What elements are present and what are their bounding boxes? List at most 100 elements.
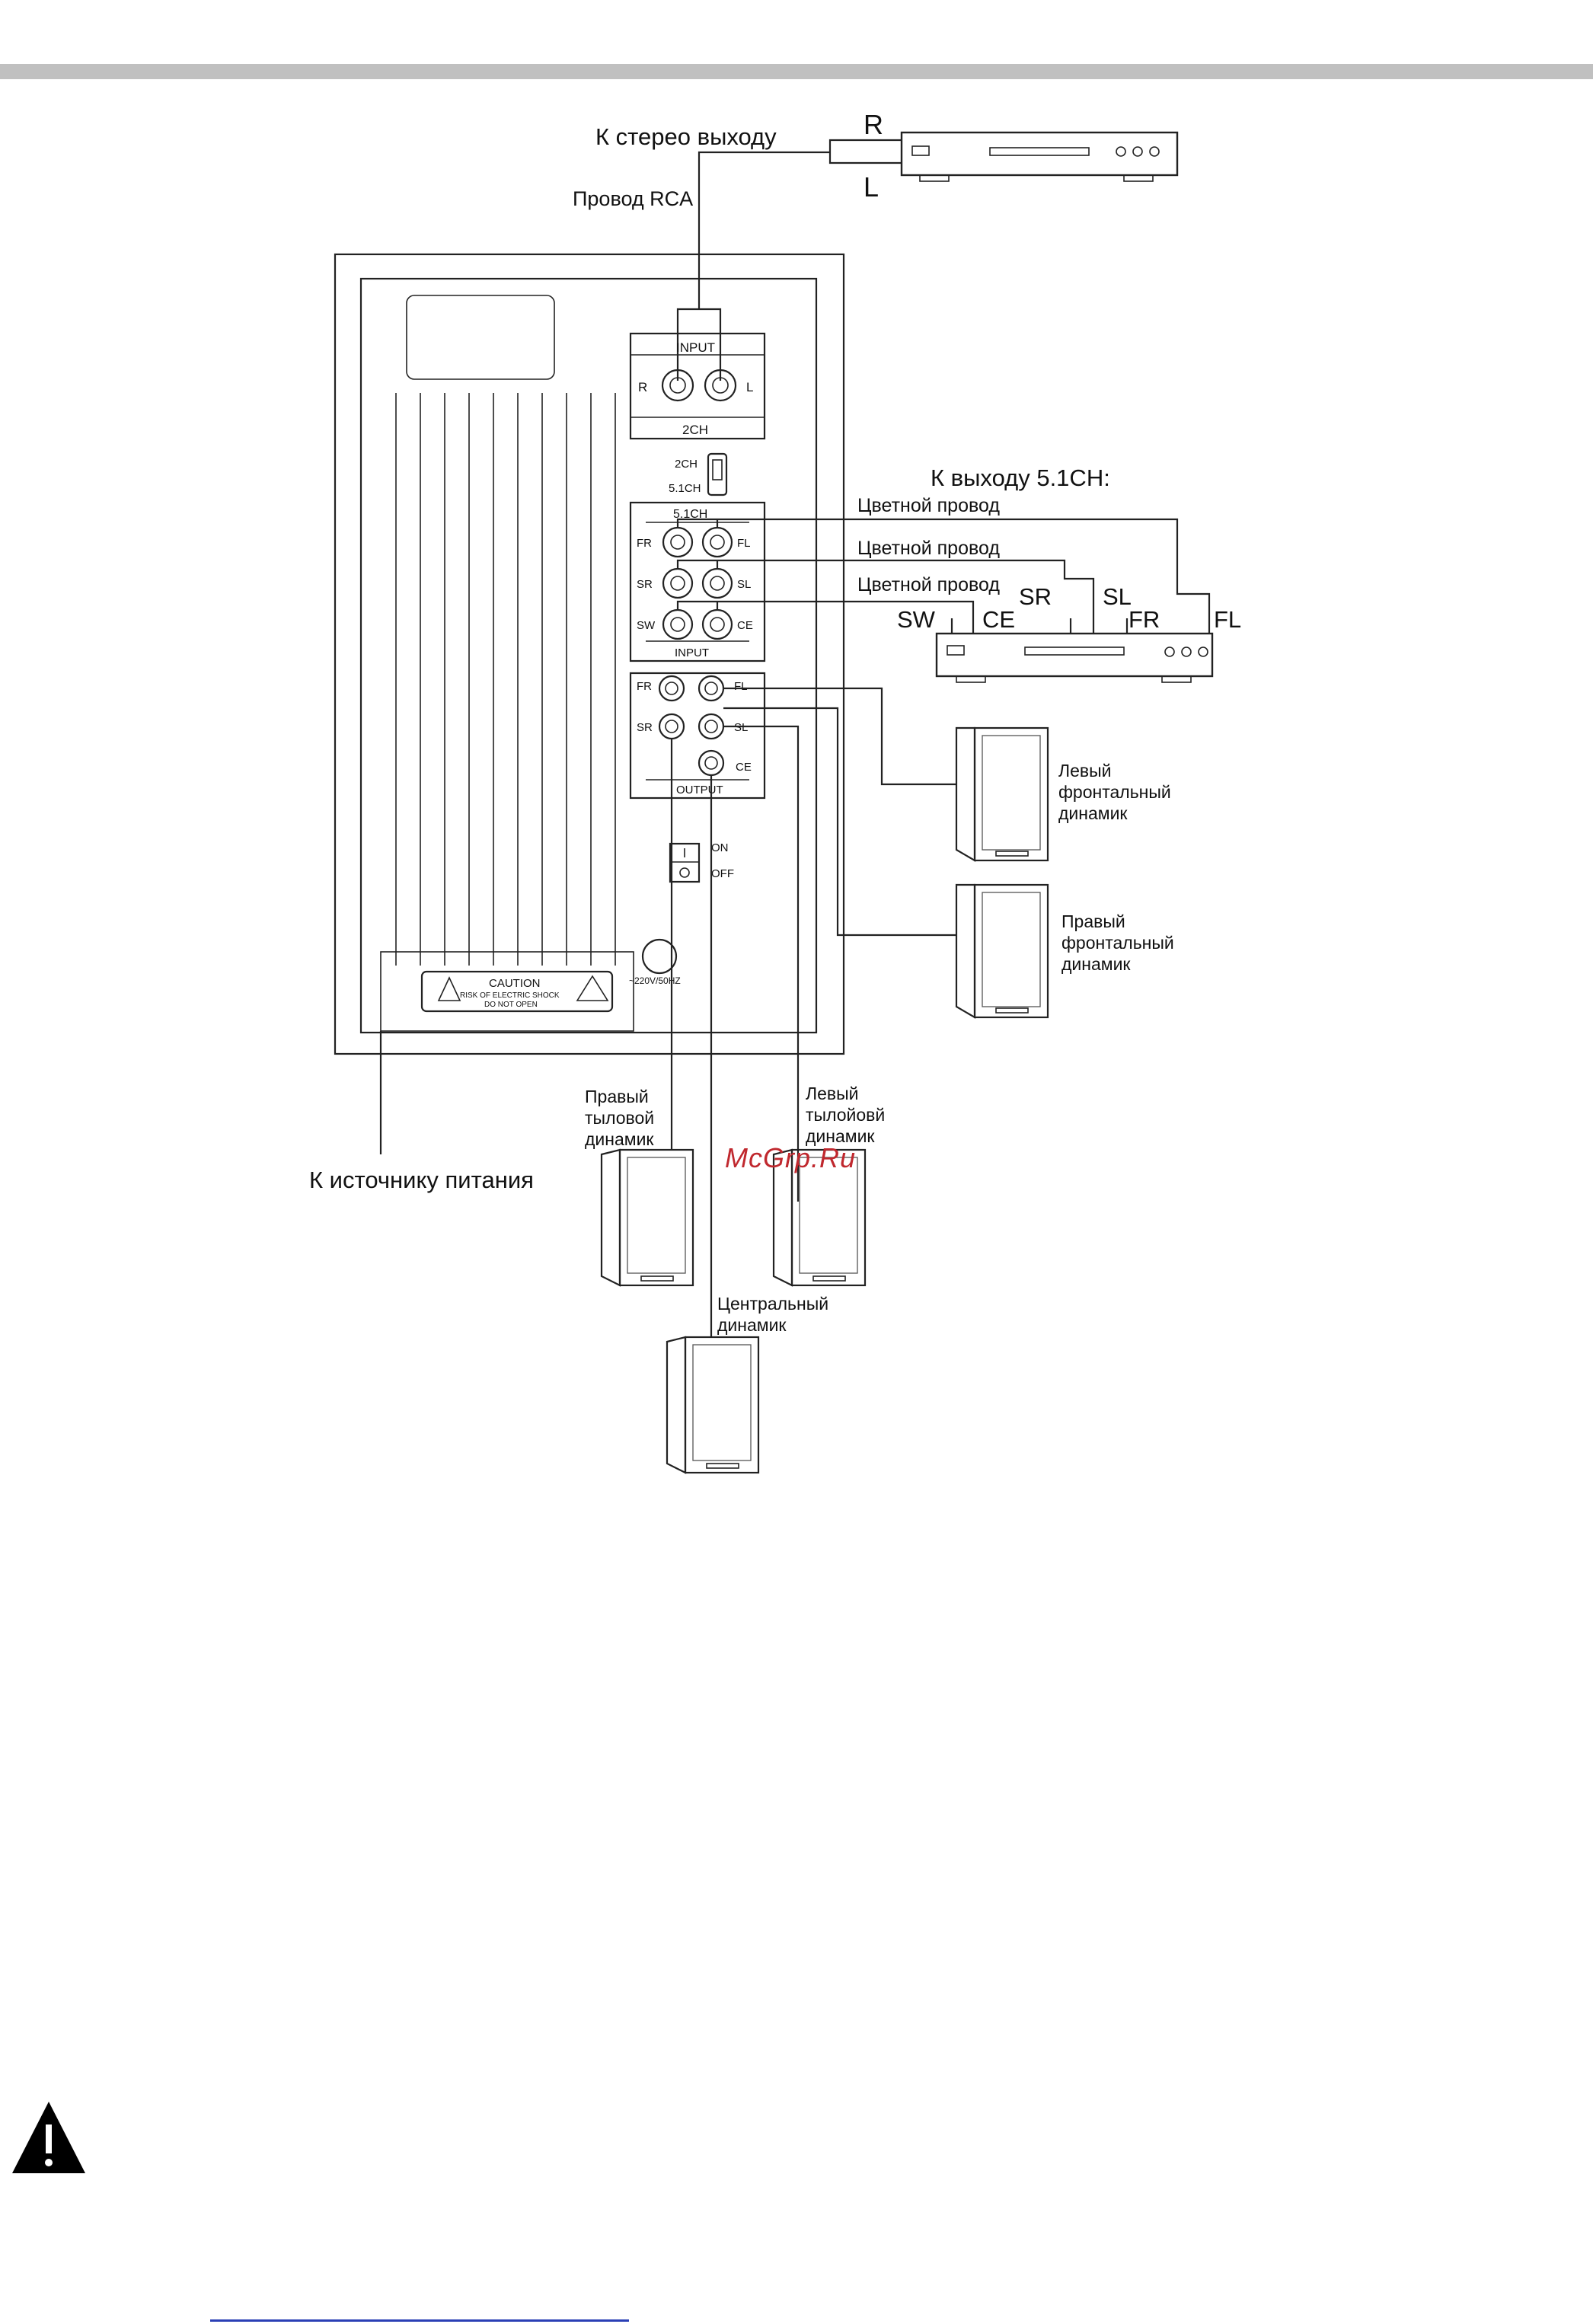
subwoofer-inner-frame bbox=[359, 277, 818, 1034]
in51-sr-text: SR bbox=[637, 578, 653, 591]
out-fl-jack[interactable] bbox=[698, 675, 725, 702]
heatsink-fins bbox=[395, 393, 616, 966]
center-speaker bbox=[666, 1336, 760, 1474]
svg-text:тылойовй: тылойовй bbox=[806, 1105, 885, 1125]
output-51ch-label: К выходу 5.1CH: bbox=[931, 464, 1110, 491]
wire-sr-sl bbox=[676, 559, 1095, 634]
in51-fl-text: FL bbox=[737, 537, 751, 550]
out-sl-text: SL bbox=[734, 721, 748, 734]
caution-line1: RISK OF ELECTRIC SHOCK bbox=[460, 991, 560, 1000]
caution-line2: DO NOT OPEN bbox=[484, 1001, 538, 1009]
wire-sw-ce bbox=[676, 600, 975, 634]
input-r-jack[interactable] bbox=[661, 369, 694, 402]
left-front-speaker-label: Левый фронтальный динамик bbox=[1058, 761, 1171, 823]
channel-sw-label: SW bbox=[897, 606, 936, 633]
input-l-text: L bbox=[746, 380, 753, 394]
power-switch[interactable] bbox=[669, 842, 701, 883]
right-rear-speaker-label: Правый тыловой динамик bbox=[585, 1087, 654, 1149]
wire-fr-fl bbox=[676, 518, 1211, 634]
svg-text:фронтальный: фронтальный bbox=[1061, 933, 1174, 953]
svg-text:фронтальный: фронтальный bbox=[1058, 782, 1171, 802]
out-sl-jack[interactable] bbox=[698, 713, 725, 740]
wire-to-left-rear bbox=[723, 725, 800, 1202]
power-inlet bbox=[641, 938, 678, 975]
mode-switch[interactable] bbox=[707, 452, 728, 496]
output-title: OUTPUT bbox=[676, 784, 723, 796]
center-speaker-label: Центральный динамик bbox=[717, 1294, 828, 1335]
svg-text:Левый: Левый bbox=[806, 1084, 858, 1103]
stereo-r-label: R bbox=[864, 109, 883, 140]
svg-text:динамик: динамик bbox=[1058, 803, 1128, 823]
out-fr-text: FR bbox=[637, 680, 652, 693]
top-header-bar bbox=[0, 64, 1593, 79]
rca-wire-label: Провод RCA bbox=[573, 187, 693, 210]
in51-sr-jack[interactable] bbox=[662, 567, 694, 599]
input-r-text: R bbox=[638, 380, 647, 394]
out-sr-text: SR bbox=[637, 721, 653, 734]
channel-sl-label: SL bbox=[1103, 583, 1132, 610]
power-on-text: ON bbox=[711, 841, 729, 854]
svg-text:динамик: динамик bbox=[585, 1129, 654, 1149]
in51-bottom-text: INPUT bbox=[675, 646, 709, 659]
switch-51ch-label: 5.1CH bbox=[669, 482, 701, 495]
input-2ch-title: INPUT bbox=[676, 340, 715, 355]
caution-title: CAUTION bbox=[489, 977, 541, 990]
svg-text:тыловой: тыловой bbox=[585, 1108, 654, 1128]
in51-fl-jack[interactable] bbox=[701, 526, 733, 558]
output-block: FR FL SR SL CE OUTPUT bbox=[629, 672, 766, 800]
warning-icon bbox=[12, 2102, 85, 2173]
input-l-jack[interactable] bbox=[704, 369, 737, 402]
out-ce-jack[interactable] bbox=[698, 749, 725, 777]
svg-text:динамик: динамик bbox=[806, 1126, 875, 1146]
right-rear-speaker bbox=[600, 1148, 694, 1287]
right-front-speaker bbox=[955, 883, 1049, 1019]
out-fl-text: FL bbox=[734, 680, 748, 693]
channel-fl-label: FL bbox=[1214, 606, 1241, 633]
left-rear-speaker bbox=[772, 1148, 867, 1287]
input-2ch-bottom-text: 2CH bbox=[682, 423, 708, 437]
panel-label-plate bbox=[406, 295, 555, 380]
in51-ce-text: CE bbox=[737, 619, 753, 632]
svg-text:динамик: динамик bbox=[717, 1315, 787, 1335]
in51-sw-text: SW bbox=[637, 619, 656, 632]
power-off-text: OFF bbox=[711, 867, 734, 880]
wire-to-left-front bbox=[723, 687, 956, 786]
channel-ce-label: CE bbox=[982, 606, 1015, 633]
svg-text:динамик: динамик bbox=[1061, 954, 1131, 974]
svg-text:Правый: Правый bbox=[585, 1087, 649, 1106]
out-fr-jack[interactable] bbox=[658, 675, 685, 702]
switch-2ch-label: 2CH bbox=[675, 458, 698, 471]
in51-sl-jack[interactable] bbox=[701, 567, 733, 599]
in51-ce-jack[interactable] bbox=[701, 608, 733, 640]
color-wire-label-3: Цветной провод bbox=[857, 574, 1000, 595]
svg-text:Центральный: Центральный bbox=[717, 1294, 828, 1314]
stereo-l-label: L bbox=[864, 171, 879, 203]
stereo-output-label: К стерео выходу bbox=[595, 123, 777, 150]
left-rear-speaker-label: Левый тылойовй динамик bbox=[806, 1084, 885, 1146]
wire-to-right-front bbox=[723, 707, 956, 937]
input-51ch-block: 5.1CH FR FL SR SL SW CE INPUT bbox=[629, 501, 766, 662]
footer-link-underline[interactable] bbox=[210, 2319, 629, 2322]
out-sr-jack[interactable] bbox=[658, 713, 685, 740]
subwoofer-outer-frame bbox=[334, 253, 845, 1055]
watermark-text: McGrp.Ru bbox=[725, 1142, 857, 1173]
in51-fr-text: FR bbox=[637, 537, 652, 550]
color-wire-label-2: Цветной провод bbox=[857, 538, 1000, 559]
input-2ch-block: INPUT R L 2CH bbox=[629, 332, 766, 440]
svg-text:Левый: Левый bbox=[1058, 761, 1111, 781]
voltage-text: ~220V/50HZ bbox=[629, 975, 681, 986]
stereo-source-player bbox=[900, 131, 1179, 182]
left-front-speaker bbox=[955, 726, 1049, 862]
in51-sl-text: SL bbox=[737, 578, 751, 591]
out-ce-text: CE bbox=[736, 761, 752, 774]
svg-text:Правый: Правый bbox=[1061, 911, 1125, 931]
power-source-label: К источнику питания bbox=[309, 1167, 534, 1193]
caution-label-plate: CAUTION RISK OF ELECTRIC SHOCK DO NOT OP… bbox=[420, 970, 614, 1013]
right-front-speaker-label: Правый фронтальный динамик bbox=[1061, 911, 1174, 974]
channel-sr-label: SR bbox=[1019, 583, 1052, 610]
channel-fr-label: FR bbox=[1129, 606, 1160, 633]
in51-sw-jack[interactable] bbox=[662, 608, 694, 640]
color-wire-label-1: Цветной провод bbox=[857, 495, 1000, 516]
in51-fr-jack[interactable] bbox=[662, 526, 694, 558]
